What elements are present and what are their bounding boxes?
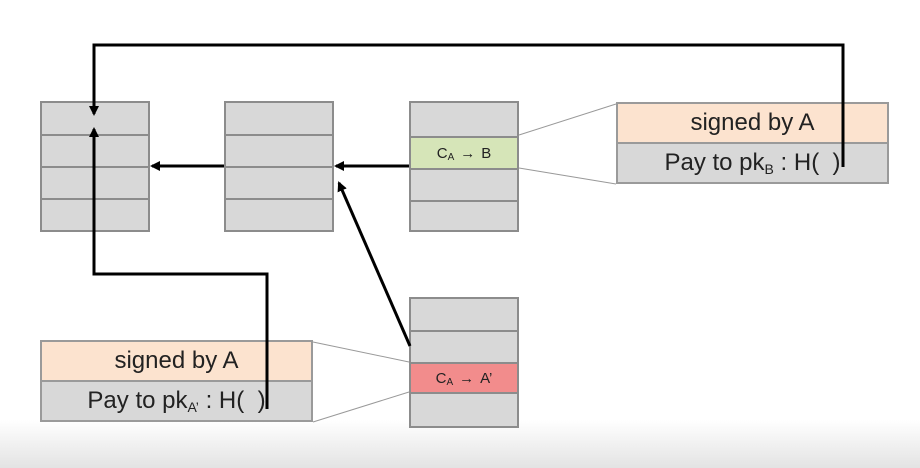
coin-subscript: A [446,376,454,388]
recipient-label: A’ [480,369,493,387]
pubkey-subscript: A’ [187,399,199,415]
pay-to-prefix: Pay to pk [664,149,765,176]
coin-label: C [436,144,448,162]
transfer-arrow-icon: → [460,144,476,162]
recipient-label: B [481,144,492,162]
transfer-arrow-icon: → [459,369,475,387]
block-3-row-3 [409,168,519,202]
bottom-shadow [0,420,920,468]
block-4-row-2 [409,330,519,364]
callout-connector-bottom-lower [312,391,410,423]
block-2-row-4 [224,198,334,232]
callout-connector-bottom-upper [312,341,410,363]
block-2 [224,101,334,232]
coin-subscript: A [447,151,455,163]
block-4-row-4 [409,392,519,428]
callout-connector-top-lower [518,167,617,185]
signed-by-label: signed by A [690,109,815,136]
hash-pointer-text: : H( ) [198,387,266,414]
callout-connector-top-upper [518,103,617,136]
hash-pointer-block4-to-block2 [337,181,412,347]
block-4-row-1 [409,297,519,332]
hash-pointer-text: : H( ) [773,149,841,176]
block-3-row-1 [409,101,519,138]
block-3-row-4 [409,200,519,232]
hash-pointer-callout-b-to-block1 [89,43,845,167]
signed-by-label: signed by A [114,347,239,374]
pay-to-prefix: Pay to pk [87,387,188,414]
coin-label: C [435,369,447,387]
pubkey-subscript: B [764,161,774,177]
hash-pointer-callout-a-prime-to-block1 [89,127,269,409]
block-2-row-2 [224,134,334,168]
block-2-row-3 [224,166,334,200]
